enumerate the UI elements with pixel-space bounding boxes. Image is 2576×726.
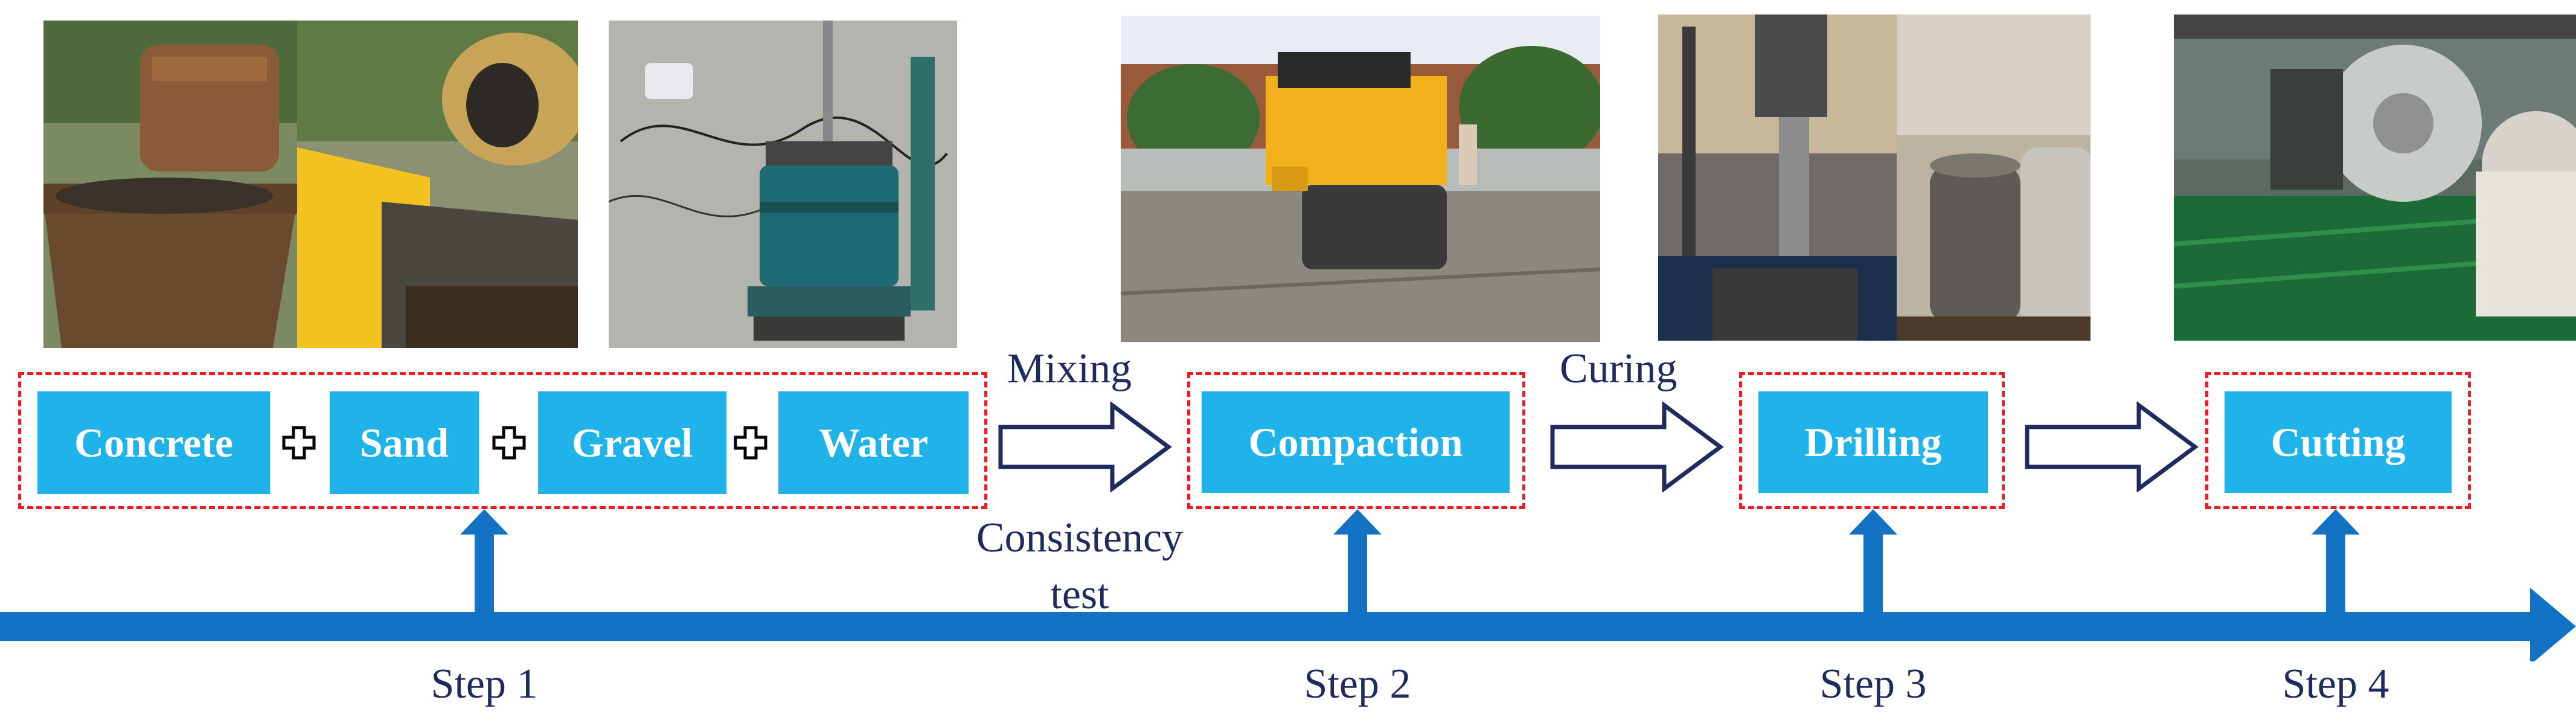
up-arrow-icon	[1849, 509, 1897, 624]
road-roller-image	[1121, 16, 1600, 342]
consistency-test-label-line2: test	[1050, 571, 1109, 618]
up-arrow-icon	[2312, 509, 2360, 624]
cutting-photo	[2174, 14, 2576, 341]
cutting-box: Cutting	[2225, 391, 2452, 493]
concrete-mixer-image	[43, 21, 578, 348]
drilling-frame	[1739, 372, 2005, 509]
mixing-label: Mixing	[1007, 345, 1132, 392]
hollow-right-arrow-icon	[2025, 402, 2199, 492]
step-1-label: Step 1	[431, 661, 538, 707]
curing-label: Curing	[1560, 345, 1677, 392]
concrete-mixing-photo	[43, 21, 578, 348]
compaction-box: Compaction	[1202, 391, 1510, 493]
plus-icon	[282, 426, 316, 460]
up-arrow-icon	[460, 509, 508, 624]
hollow-right-arrow-icon	[998, 402, 1172, 492]
vebe-apparatus-image	[609, 21, 957, 348]
drilling-box: Drilling	[1758, 391, 1988, 493]
plus-icon	[492, 426, 526, 460]
gravel-box: Gravel	[538, 391, 726, 494]
concrete-box: Concrete	[37, 391, 270, 494]
water-box: Water	[778, 391, 969, 494]
drilling-photo	[1658, 14, 2091, 341]
step-2-label: Step 2	[1304, 661, 1411, 707]
materials-group-frame	[18, 372, 987, 509]
compaction-frame	[1187, 372, 1525, 509]
plus-icon	[734, 426, 767, 460]
step-4-label: Step 4	[2282, 661, 2389, 707]
compaction-photo	[1121, 16, 1600, 342]
sand-box: Sand	[330, 391, 479, 494]
step-3-label: Step 3	[1819, 661, 1927, 707]
hollow-right-arrow-icon	[1550, 402, 1724, 492]
timeline-arrow	[0, 588, 2576, 661]
consistency-test-label-line1: Consistency	[976, 515, 1184, 561]
cutting-saw-image	[2174, 14, 2576, 341]
cutting-frame	[2205, 372, 2471, 509]
core-drill-image	[1658, 14, 2091, 341]
consistency-test-photo	[609, 21, 957, 348]
up-arrow-icon	[1333, 509, 1382, 624]
